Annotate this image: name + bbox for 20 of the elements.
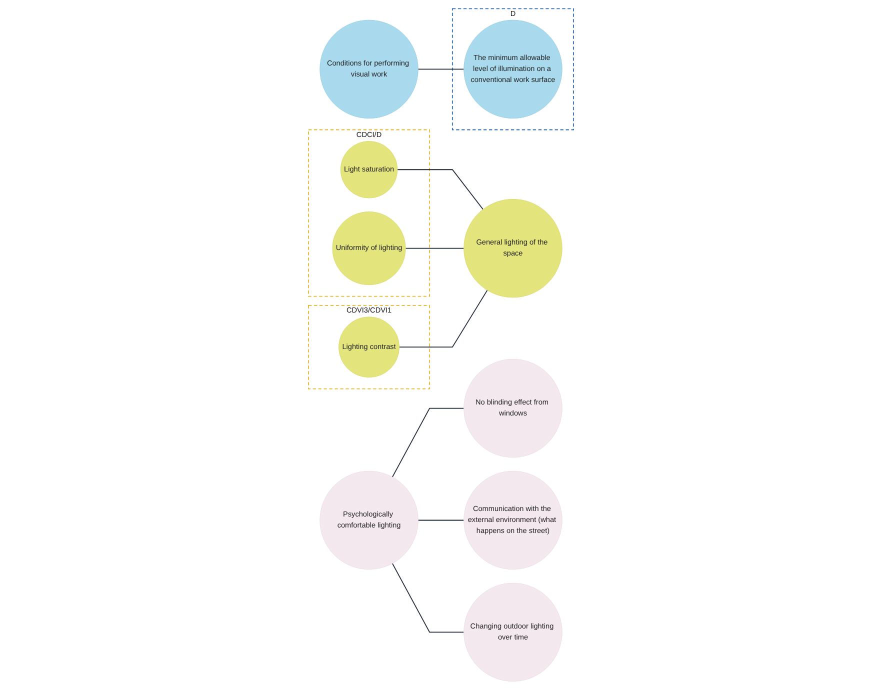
node-circle (340, 140, 398, 198)
connector (397, 169, 484, 210)
connector (418, 68, 464, 70)
connector (392, 408, 464, 478)
node-circle (464, 470, 562, 570)
node-circle (320, 20, 418, 119)
connector (405, 248, 464, 249)
cluster (452, 8, 574, 130)
node-circle (320, 470, 418, 570)
connector (398, 290, 488, 348)
node-circle (464, 582, 562, 682)
node-circle (464, 358, 562, 458)
node-circle (338, 316, 400, 378)
cluster (308, 129, 430, 297)
cluster (308, 304, 430, 390)
connector (418, 520, 464, 521)
node-circle (464, 20, 562, 119)
node-circle (332, 212, 406, 286)
connector (392, 563, 464, 633)
node-circle (464, 198, 562, 298)
